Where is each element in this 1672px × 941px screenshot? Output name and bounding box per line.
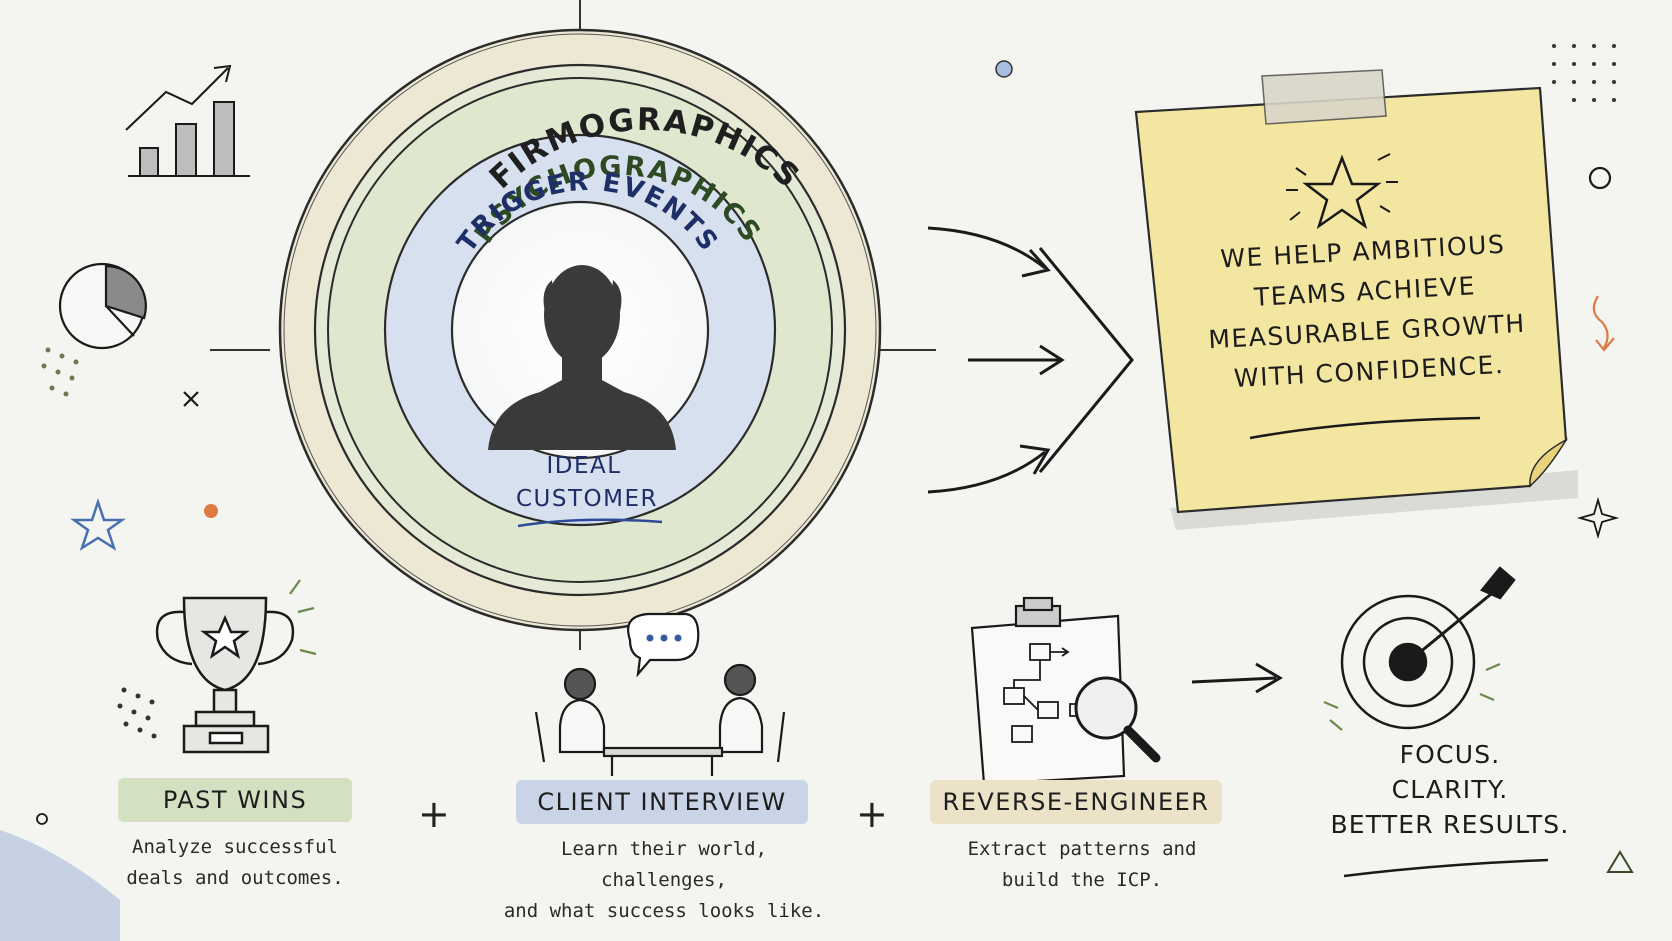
dot-cluster-left [41,347,79,397]
step-desc-past-wins-line1: Analyze successful [132,836,338,858]
step-desc-client-interview-line1: Learn their world, challenges, [561,838,767,891]
star-icon [1286,153,1398,230]
trophy-icon [155,579,317,754]
target-arrow-icon [1323,566,1516,731]
result-underline [1343,858,1549,878]
tape [1261,69,1387,125]
x-mark [183,391,199,407]
step-desc-past-wins-line2: deals and outcomes. [126,867,344,889]
blue-brush-stroke [0,830,120,941]
result-line-2: CLARITY. [1391,775,1509,804]
client-interview-icon [534,612,786,776]
center-underline [517,518,663,528]
step-title-past-wins: PAST WINS [118,778,352,822]
tiny-circle-doodle [36,813,48,825]
note-statement: WE HELP AMBITIOUS TEAMS ACHIEVE MEASURAB… [1172,222,1560,402]
person-silhouette-icon [488,265,676,450]
speech-bubble-icon [627,612,700,678]
plus-sign-2: + [856,792,888,836]
triangle-doodle [1606,850,1634,873]
clipboard-flowchart-icon [970,596,1126,786]
dot-grid-top-right [1552,44,1616,102]
result-arrow [1191,662,1283,694]
sticky-note [1134,69,1578,530]
step-desc-client-interview-line2: and what success looks like. [503,900,825,922]
orange-squiggle-arrow [1592,295,1615,352]
result-line-1: FOCUS. [1399,740,1501,769]
step-desc-reverse-engineer-line2: build the ICP. [1001,869,1163,891]
step-title-client-interview: CLIENT INTERVIEW [516,780,808,824]
center-label-line2: CUSTOMER [516,486,658,512]
step-desc-past-wins: Analyze successful deals and outcomes. [110,832,360,894]
step-desc-client-interview: Learn their world, challenges, and what … [496,834,832,927]
converging-arrows [927,226,1134,494]
blue-star-doodle [70,498,126,551]
pie-chart-icon [58,262,147,350]
orange-dot [204,504,218,518]
note-underline [1249,416,1481,440]
center-label-line1: IDEAL [546,453,621,479]
bar-chart-icon [125,64,250,177]
plus-sign-1: + [418,792,450,836]
magnifier-icon [1074,676,1161,763]
result-line-3: BETTER RESULTS. [1330,810,1570,839]
step-desc-reverse-engineer: Extract patterns and build the ICP. [932,834,1232,896]
small-circle-doodle [1588,166,1612,190]
blue-dot [995,60,1013,78]
sparkle-doodle [1576,496,1620,540]
step-title-reverse-engineer: REVERSE-ENGINEER [930,780,1222,824]
dot-cluster-trophy [117,687,157,739]
step-desc-reverse-engineer-line1: Extract patterns and [967,838,1197,860]
